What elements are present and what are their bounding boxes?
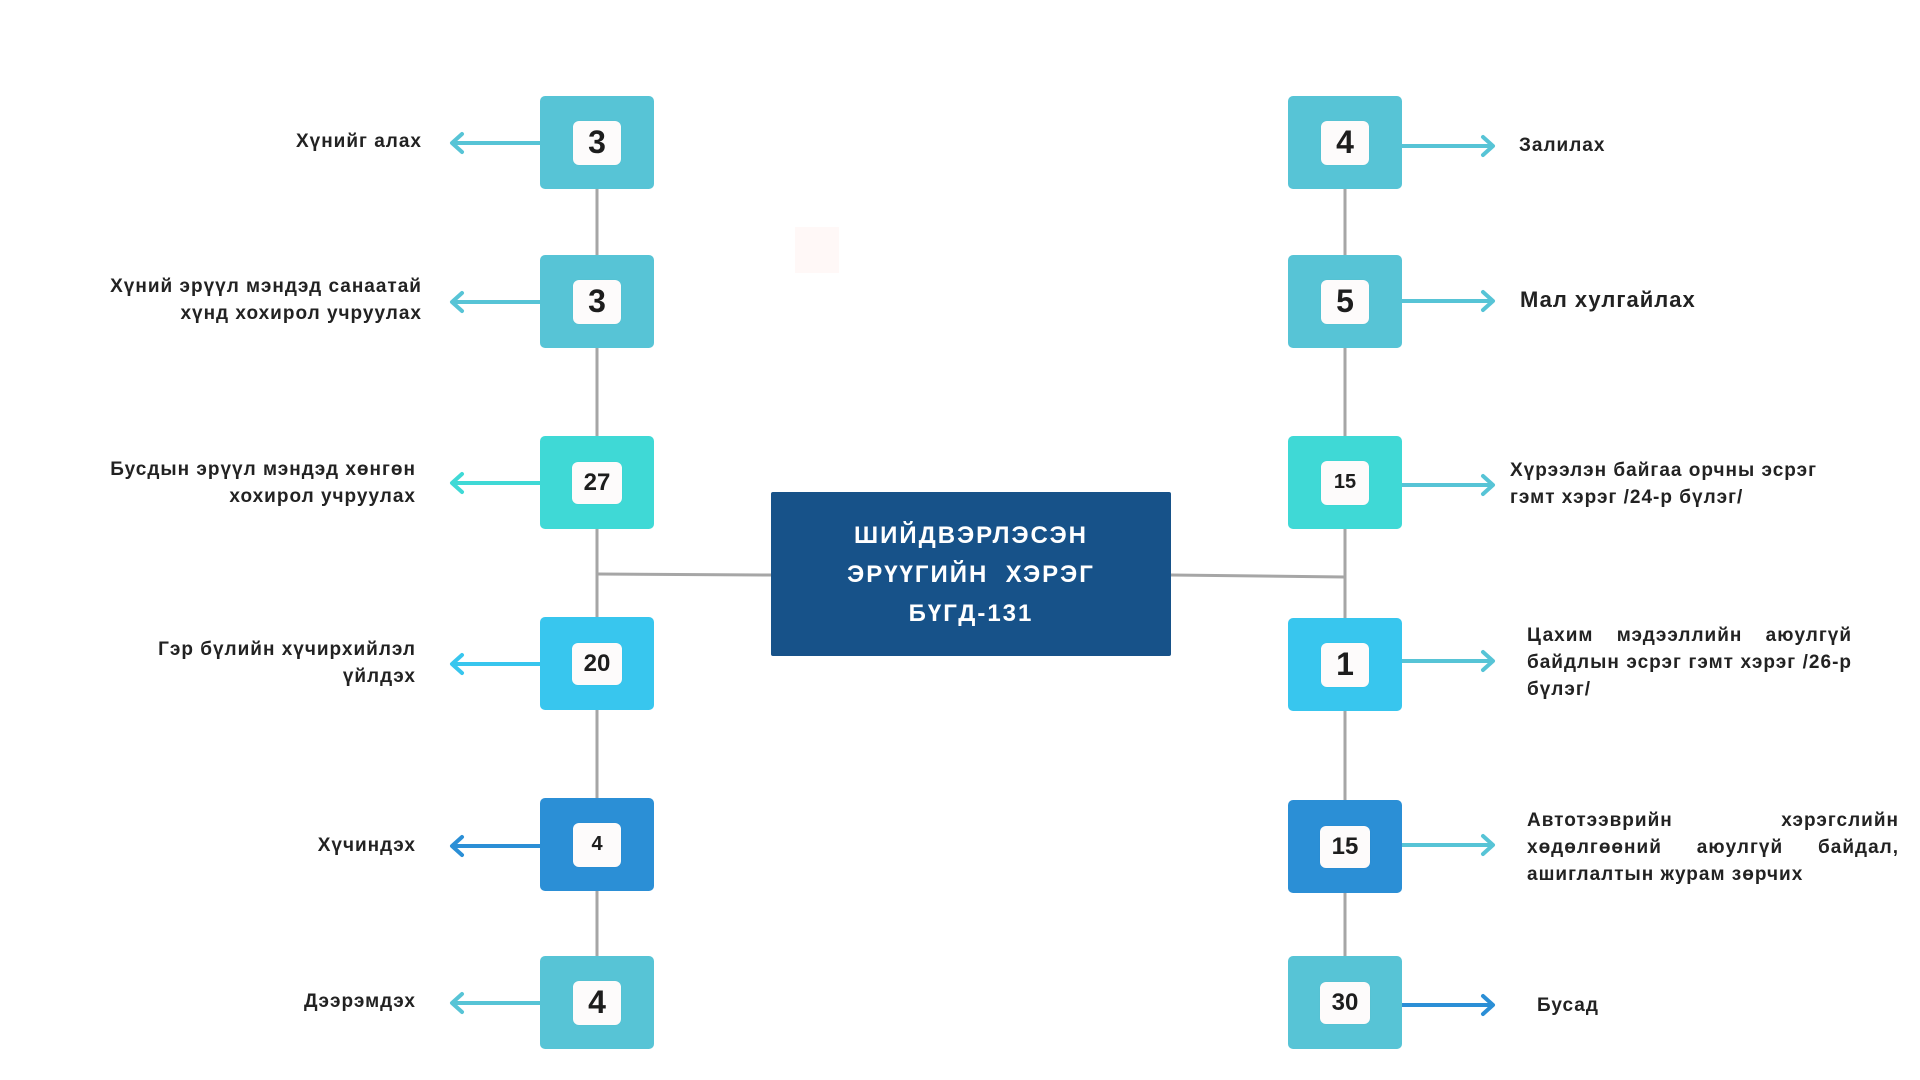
count-chip: 27 (572, 461, 622, 504)
arrow-left-icon (450, 653, 540, 675)
left-label-minor-harm: Бусдын эрүүл мэндэд хөнгөн хохирол учруу… (110, 456, 416, 510)
arrow-right-icon (1402, 994, 1495, 1016)
left-box-murder: 3 (540, 96, 654, 189)
arrow-left-icon (450, 835, 540, 857)
count-chip: 4 (573, 822, 621, 867)
label-line: Хүний эрүүл мэндэд санаатай (110, 276, 422, 297)
center-total-box: ШИЙДВЭРЛЭСЭН ЭРҮҮГИЙН ХЭРЭГ БҮГД-131 (771, 492, 1171, 656)
left-label-murder: Хүнийг алах (296, 128, 422, 155)
count-chip: 15 (1320, 825, 1370, 868)
label-line: гэмт хэрэг /24-р бүлэг/ (1510, 487, 1744, 508)
left-box-serious-harm: 3 (540, 255, 654, 348)
count-chip: 5 (1321, 279, 1369, 324)
label-line: Хүнийг алах (295, 131, 422, 152)
count-chip: 15 (1321, 460, 1369, 505)
center-title-line-2: ЭРҮҮГИЙН ХЭРЭГ (847, 560, 1095, 588)
label-line: Хүрээлэн байгаа орчны эсрэг (1510, 460, 1818, 481)
arrow-right-icon (1402, 135, 1495, 157)
left-label-robbery: Дээрэмдэх (304, 988, 416, 1015)
right-label-other: Бусад (1537, 992, 1599, 1019)
label-line: хүнд хохирол учруулах (180, 303, 422, 324)
right-box-environment: 15 (1288, 436, 1402, 529)
right-box-livestock-theft: 5 (1288, 255, 1402, 348)
left-box-minor-harm: 27 (540, 436, 654, 529)
arrow-left-icon (450, 132, 540, 154)
left-box-domestic-violence: 20 (540, 617, 654, 710)
arrow-right-icon (1402, 650, 1495, 672)
right-label-cyber: Цахим мэдээллийн аюулгүй байдлын эсрэг г… (1527, 622, 1852, 703)
label-line: Дээрэмдэх (303, 991, 416, 1012)
right-label-fraud: Залилах (1519, 132, 1605, 159)
left-center-connector (595, 572, 773, 577)
right-box-other: 30 (1288, 956, 1402, 1049)
faint-square (795, 227, 839, 273)
center-title-line-1: ШИЙДВЭРЛЭСЭН (854, 521, 1088, 549)
right-box-traffic: 15 (1288, 800, 1402, 893)
right-box-cyber: 1 (1288, 618, 1402, 711)
count-chip: 1 (1321, 642, 1369, 687)
arrow-right-icon (1402, 474, 1495, 496)
arrow-left-icon (450, 992, 540, 1014)
count-chip: 30 (1320, 981, 1370, 1024)
label-line: Цахим мэдээллийн аюулгүй байдлын эсрэг г… (1527, 625, 1852, 700)
center-total: БҮГД-131 (908, 599, 1034, 627)
label-line: Автотээврийн хэрэгслийн хөдөлгөөний аюул… (1527, 810, 1899, 885)
left-box-robbery: 4 (540, 956, 654, 1049)
arrow-right-icon (1402, 834, 1495, 856)
label-line: Гэр бүлийн хүчирхийлэл (158, 639, 416, 660)
label-line: Бусдын эрүүл мэндэд хөнгөн (110, 459, 416, 480)
label-line: Залилах (1519, 135, 1606, 156)
label-line: хохирол учруулах (229, 486, 416, 507)
left-label-domestic-violence: Гэр бүлийн хүчирхийлэл үйлдэх (158, 636, 416, 690)
label-line: Бусад (1537, 995, 1599, 1016)
arrow-left-icon (450, 472, 540, 494)
arrow-left-icon (450, 291, 540, 313)
label-line: Хүчиндэх (317, 835, 416, 856)
count-chip: 4 (1321, 120, 1369, 165)
right-center-connector (1169, 573, 1347, 579)
right-box-fraud: 4 (1288, 96, 1402, 189)
left-label-rape: Хүчиндэх (318, 832, 416, 859)
count-chip: 3 (573, 120, 621, 165)
right-label-traffic: Автотээврийн хэрэгслийн хөдөлгөөний аюул… (1527, 807, 1899, 888)
count-chip: 4 (573, 980, 621, 1025)
right-label-environment: Хүрээлэн байгаа орчны эсрэг гэмт хэрэг /… (1510, 457, 1817, 511)
label-line: Мал хулгайлах (1520, 287, 1696, 312)
left-box-rape: 4 (540, 798, 654, 891)
arrow-right-icon (1402, 290, 1495, 312)
right-label-livestock-theft: Мал хулгайлах (1520, 286, 1696, 313)
left-label-serious-harm: Хүний эрүүл мэндэд санаатай хүнд хохирол… (110, 273, 422, 327)
count-chip: 3 (573, 279, 621, 324)
count-chip: 20 (572, 642, 622, 685)
label-line: үйлдэх (342, 666, 416, 687)
